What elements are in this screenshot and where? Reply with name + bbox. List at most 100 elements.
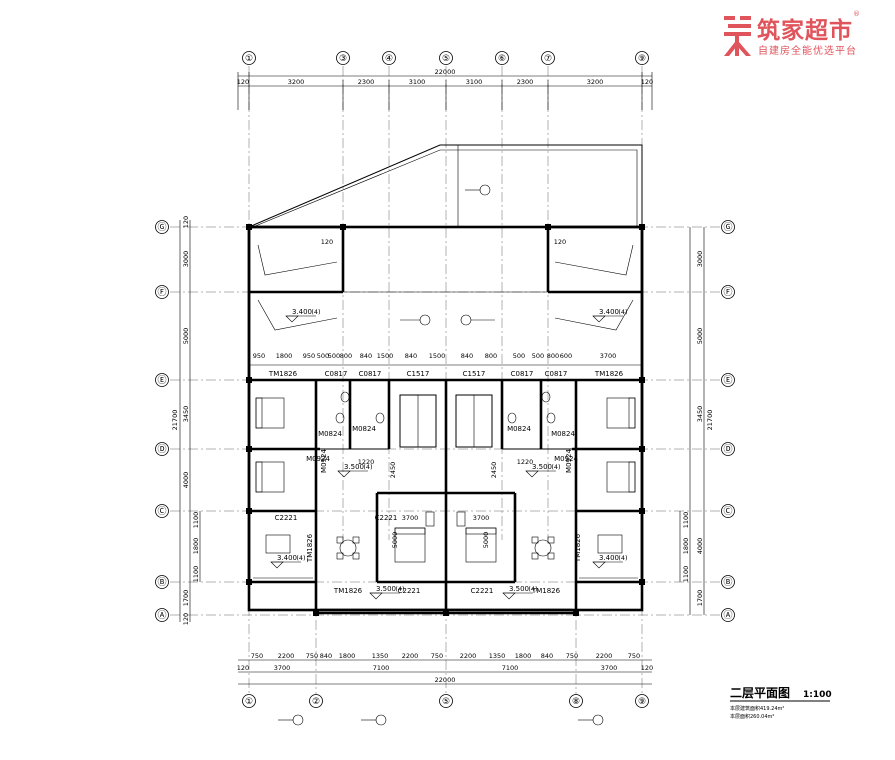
misc-dimension-label: 120 [554,238,566,246]
door-window-tag: M0824 [352,425,376,433]
axis-bottom-1-circle [309,694,323,708]
axis-right-3: Ⓓ [723,444,732,455]
elevation-triangle [337,470,351,478]
dimension-bottom-part: 840 [320,652,332,660]
dimension-bottom-part: 1350 [372,652,389,660]
misc-dimension-label: 3700 [473,514,490,522]
dimension-bottom-total: 22000 [435,676,456,684]
door-window-tag: M0924 [565,449,573,473]
door-window-tag: TM1826 [574,533,582,563]
elevation-triangle [592,315,606,323]
elevation-triangle [270,561,284,569]
elevation-suffix: (4) [363,463,372,471]
axis-right-3-circle [721,442,735,456]
dimension-left-part: 120 [182,216,190,228]
axis-bottom-2: ⑤ [442,697,450,707]
dimension-bottom-segment: 120 [641,664,653,672]
elevation-triangle [285,315,299,323]
door-window-tag: TM1826 [333,587,363,595]
dimension-left-sub: 1100 [192,512,200,529]
dimension-top-part: 2300 [358,78,375,86]
axis-left-0-circle [155,220,169,234]
axis-top-2-circle [382,51,396,65]
axis-top-1-circle [336,51,350,65]
axis-left-5: Ⓑ [157,577,166,588]
dimension-row-e-part: 950 [253,352,265,360]
dimension-row-e-part: 1800 [276,352,293,360]
dimension-right-sub: 1100 [682,566,690,583]
dimension-row-e-part: 500 [532,352,544,360]
misc-dimension-label: 2450 [389,462,397,479]
dimension-right-part: 1700 [696,590,704,607]
dimension-left-part: 3450 [182,406,190,423]
door-window-tag: C0817 [511,370,534,378]
axis-bottom-3-circle [569,694,583,708]
dimension-left-part: 4000 [182,472,190,489]
brand-logo-mark [724,16,751,56]
axis-left-0: Ⓖ [157,222,166,233]
dimension-top-part: 3100 [466,78,483,86]
axis-right-5-circle [721,575,735,589]
dimension-bottom-segment: 7100 [502,664,519,672]
dimension-bottom-segment: 3700 [274,664,291,672]
furniture [255,391,636,563]
door-window-tag: C2221 [471,587,494,595]
plan-title-block: 二层平面图 1:100 本层建筑面积419.24m² 本层面积260.04m² [730,686,832,720]
axis-top-4-circle [495,51,509,65]
axis-right-2: Ⓔ [723,375,732,386]
elevation-triangle [502,592,516,600]
door-window-tag: M0824 [507,425,531,433]
dimension-bottom-part: 2200 [596,652,613,660]
dimension-bottom-part: 1800 [515,652,532,660]
axis-left-3: Ⓓ [157,444,166,455]
axis-right-0-circle [721,220,735,234]
dimension-left-part: 120 [182,613,190,625]
dimension-row-e-part: 600 [560,352,572,360]
axis-top-0: ① [245,54,253,64]
axis-left-4-circle [155,504,169,518]
detail-index-symbols [278,184,604,726]
dimension-right-part: 5000 [696,328,704,345]
dimension-left-part: 5000 [182,328,190,345]
misc-dimension-label: 5000 [482,532,490,549]
door-window-tag: C2221 [275,514,298,522]
axis-bottom-1: ② [312,697,320,707]
axis-top-0-circle [242,51,256,65]
axis-top-2: ④ [385,54,393,64]
elevation-value: 3.500 [376,585,396,593]
dimension-right-part: 4000 [696,538,704,555]
dimension-bottom-part: 1800 [339,652,356,660]
dimension-bottom-segment: 7100 [373,664,390,672]
misc-dimension-label: 120 [321,238,333,246]
dimension-bottom-part: 750 [566,652,578,660]
dimension-row-e-part: 840 [461,352,473,360]
dimension-top-part: 2300 [517,78,534,86]
dimension-bottom-segment: 3700 [601,664,618,672]
axis-top-1: ③ [339,54,347,64]
axis-right-4-circle [721,504,735,518]
dimension-left-sub: 1800 [192,538,200,555]
axis-left-1-circle [155,285,169,299]
elevation-triangle [525,470,539,478]
door-window-tag: M0824 [318,430,342,438]
dimension-bottom-part: 2200 [402,652,419,660]
axis-left-6: Ⓐ [157,610,166,621]
elevation-value: 3.400 [599,308,619,316]
door-window-tag: M0824 [551,430,575,438]
axis-top-3-circle [439,51,453,65]
plan-scale: 1:100 [803,690,832,700]
elevation-value: 3.400 [599,554,619,562]
misc-dimension-label: 1220 [517,458,534,466]
door-window-tag: TM1826 [594,370,624,378]
dimension-row-e-part: 3700 [600,352,617,360]
axis-bottom-4: ⑨ [638,697,646,707]
axis-bottom-4-circle [635,694,649,708]
plan-area-note-2: 本层面积260.04m² [730,713,774,720]
registered-mark: ® [853,10,860,18]
elevation-value: 3.400 [277,554,297,562]
door-window-tag: C1517 [463,370,486,378]
